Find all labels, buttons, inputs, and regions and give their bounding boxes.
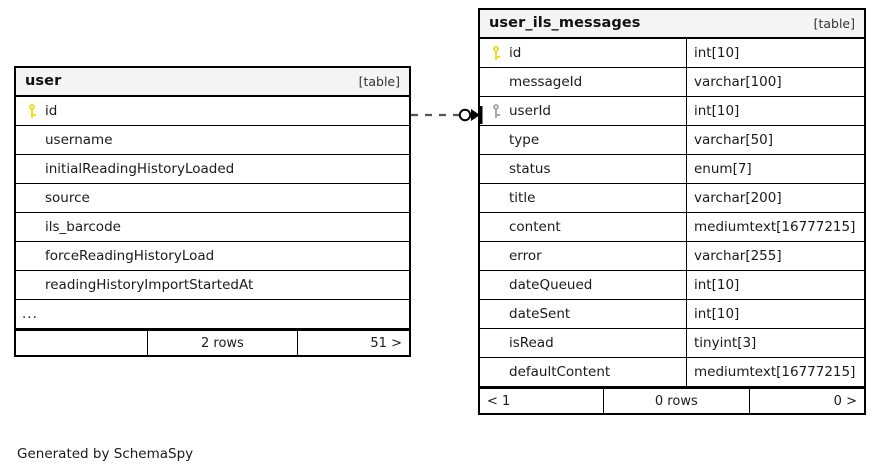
column-name-cell: defaultContent	[480, 358, 686, 386]
column-name-cell: source	[16, 184, 409, 212]
entity-title-user-ils-messages: user_ils_messages	[489, 15, 641, 31]
column-row[interactable]: username	[16, 126, 409, 155]
entity-footer-user-ils-messages: < 1 0 rows 0 >	[480, 387, 864, 413]
footer-prev-button[interactable]: < 1	[487, 393, 511, 409]
column-type-cell: mediumtext[16777215]	[686, 213, 864, 241]
column-label: isRead	[509, 335, 554, 351]
column-type-cell: int[10]	[686, 300, 864, 328]
column-label: content	[509, 219, 561, 235]
column-label: id	[509, 45, 522, 61]
column-name-cell: forceReadingHistoryLoad	[16, 242, 409, 270]
column-row[interactable]: initialReadingHistoryLoaded	[16, 155, 409, 184]
column-row[interactable]: messageId varchar[100]	[480, 68, 864, 97]
column-label: type	[509, 132, 540, 148]
column-row[interactable]: dateQueued int[10]	[480, 271, 864, 300]
column-row[interactable]: userId int[10]	[480, 97, 864, 126]
relationship-arrowhead	[471, 109, 480, 121]
column-label: userId	[509, 103, 551, 119]
column-type-cell: varchar[50]	[686, 126, 864, 154]
column-name-cell: userId	[480, 97, 686, 125]
column-label: forceReadingHistoryLoad	[45, 248, 215, 264]
column-label: ils_barcode	[45, 219, 121, 235]
column-row[interactable]: title varchar[200]	[480, 184, 864, 213]
primary-key-icon	[486, 46, 506, 60]
column-name-cell: error	[480, 242, 686, 270]
relationship-connector[interactable]	[411, 104, 483, 126]
column-type-cell: mediumtext[16777215]	[686, 358, 864, 386]
primary-key-icon	[22, 104, 42, 118]
column-name-cell: ...	[16, 300, 409, 328]
column-label: dateSent	[509, 306, 571, 322]
column-row[interactable]: isRead tinyint[3]	[480, 329, 864, 358]
column-label: status	[509, 161, 551, 177]
column-type-cell: varchar[100]	[686, 68, 864, 96]
column-name-cell: id	[16, 97, 409, 125]
column-label: readingHistoryImportStartedAt	[45, 277, 254, 293]
entity-header-user-ils-messages: user_ils_messages [table]	[480, 10, 864, 39]
entity-title-user: user	[25, 73, 62, 89]
column-row[interactable]: id	[16, 97, 409, 126]
column-label: defaultContent	[509, 364, 611, 380]
footer-prev-button[interactable]	[16, 331, 147, 355]
generated-by-label: Generated by SchemaSpy	[17, 446, 194, 462]
entity-tag-user: [table]	[358, 73, 400, 89]
column-name-cell: readingHistoryImportStartedAt	[16, 271, 409, 299]
column-name-cell: initialReadingHistoryLoaded	[16, 155, 409, 183]
column-name-cell: status	[480, 155, 686, 183]
column-label: username	[45, 132, 113, 148]
column-name-cell: id	[480, 39, 686, 67]
column-type-cell: enum[7]	[686, 155, 864, 183]
entity-table-user-ils-messages[interactable]: user_ils_messages [table] id int[10] mes…	[478, 8, 866, 415]
column-row[interactable]: source	[16, 184, 409, 213]
column-row[interactable]: dateSent int[10]	[480, 300, 864, 329]
entity-table-user[interactable]: user [table] id username initialReadingH…	[14, 66, 411, 357]
column-type-cell: varchar[255]	[686, 242, 864, 270]
column-name-cell: dateQueued	[480, 271, 686, 299]
column-row[interactable]: status enum[7]	[480, 155, 864, 184]
relationship-endpoint-bar	[480, 106, 483, 124]
column-name-cell: dateSent	[480, 300, 686, 328]
footer-row-count: 0 rows	[602, 389, 749, 413]
truncated-columns-row: ...	[16, 300, 409, 329]
entity-header-user: user [table]	[16, 68, 409, 97]
footer-next-button[interactable]: 51 >	[296, 331, 409, 355]
column-type-cell: tinyint[3]	[686, 329, 864, 357]
column-row[interactable]: readingHistoryImportStartedAt	[16, 271, 409, 300]
column-label: id	[45, 103, 58, 119]
column-label: messageId	[509, 74, 583, 90]
entity-tag-user-ils-messages: [table]	[813, 15, 855, 31]
column-row[interactable]: type varchar[50]	[480, 126, 864, 155]
column-row[interactable]: forceReadingHistoryLoad	[16, 242, 409, 271]
column-row[interactable]: error varchar[255]	[480, 242, 864, 271]
column-name-cell: title	[480, 184, 686, 212]
entity-footer-user: 2 rows 51 >	[16, 329, 409, 355]
column-name-cell: type	[480, 126, 686, 154]
column-row[interactable]: id int[10]	[480, 39, 864, 68]
column-label: title	[509, 190, 536, 206]
column-row[interactable]: ils_barcode	[16, 213, 409, 242]
column-type-cell: int[10]	[686, 271, 864, 299]
ellipsis-label: ...	[22, 306, 38, 322]
footer-next-button[interactable]: 0 >	[748, 389, 864, 413]
footer-row-count: 2 rows	[147, 331, 296, 355]
column-label: error	[509, 248, 542, 264]
column-name-cell: ils_barcode	[16, 213, 409, 241]
column-type-cell: int[10]	[686, 39, 864, 67]
relationship-zero-marker	[458, 108, 472, 122]
column-name-cell: isRead	[480, 329, 686, 357]
column-type-cell: varchar[200]	[686, 184, 864, 212]
column-row[interactable]: content mediumtext[16777215]	[480, 213, 864, 242]
column-label: dateQueued	[509, 277, 593, 293]
column-label: initialReadingHistoryLoaded	[45, 161, 235, 177]
foreign-key-icon	[486, 104, 506, 118]
column-name-cell: content	[480, 213, 686, 241]
column-name-cell: username	[16, 126, 409, 154]
column-name-cell: messageId	[480, 68, 686, 96]
column-row[interactable]: defaultContent mediumtext[16777215]	[480, 358, 864, 387]
column-type-cell: int[10]	[686, 97, 864, 125]
column-label: source	[45, 190, 90, 206]
